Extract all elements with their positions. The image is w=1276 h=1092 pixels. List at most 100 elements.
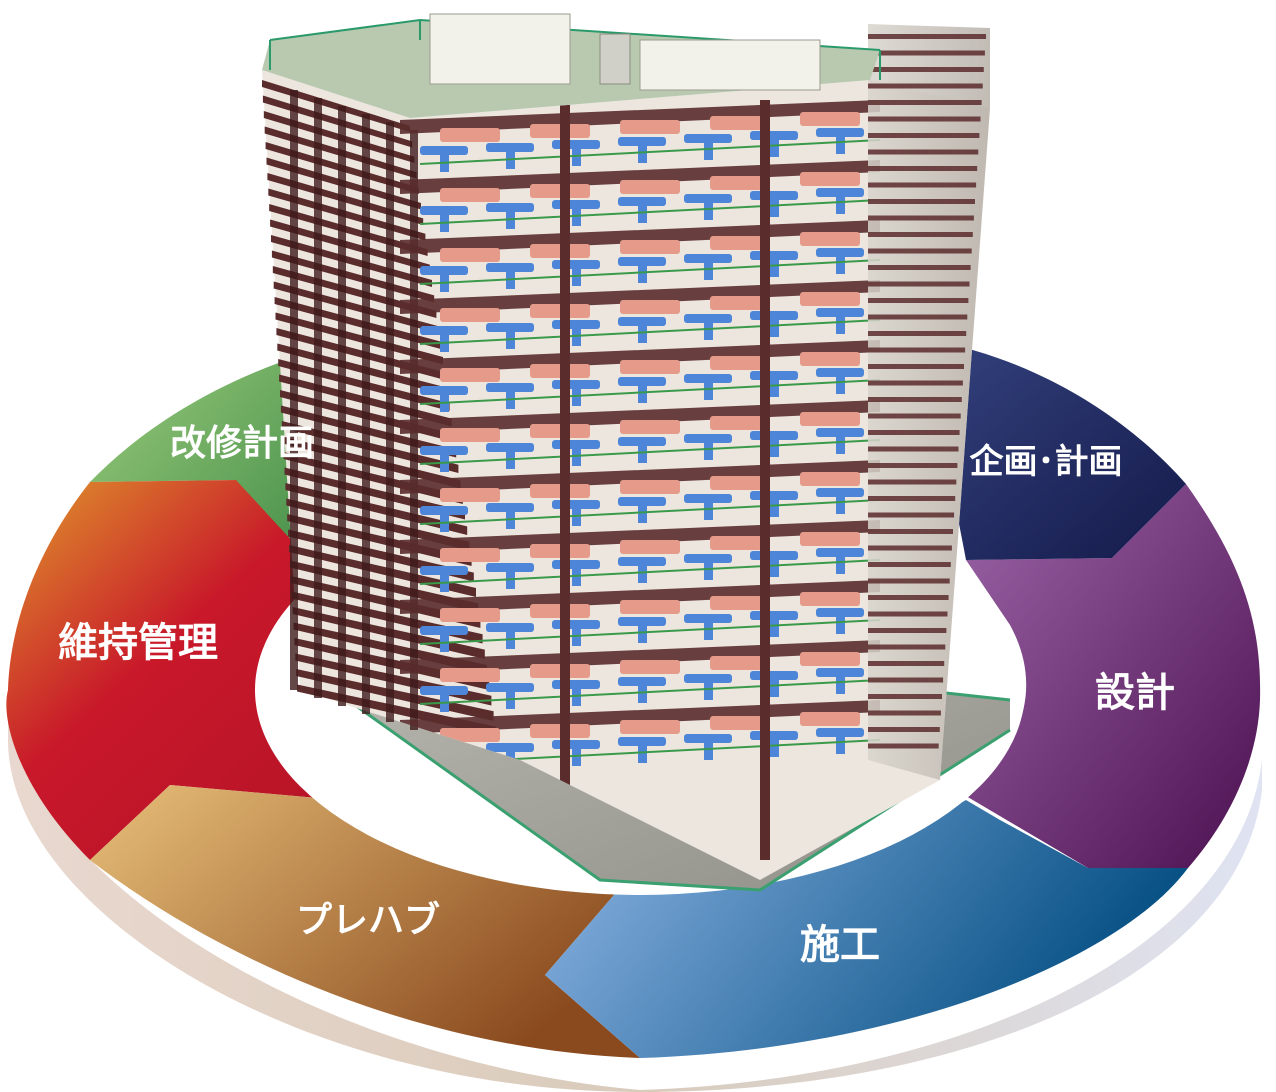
- duct-pink: [800, 352, 860, 366]
- pipe-green: [419, 559, 881, 585]
- duct-blue-drop: [770, 131, 779, 157]
- duct-pink: [440, 488, 500, 502]
- duct-blue-drop: [704, 674, 713, 700]
- duct-pink: [620, 660, 680, 674]
- duct-blue-drop: [440, 506, 449, 532]
- facade-column: [290, 90, 298, 690]
- duct-pink: [710, 116, 770, 130]
- duct-blue-drop: [638, 197, 647, 223]
- core-slat: [868, 446, 959, 452]
- building-interior: [400, 100, 881, 860]
- core-slat: [868, 397, 962, 402]
- roof-railing: [269, 18, 881, 80]
- duct-pink: [800, 652, 860, 666]
- duct-pink: [620, 240, 680, 254]
- label-renovation: 改修計画: [170, 423, 314, 464]
- duct-pink: [440, 128, 500, 142]
- core-slat: [868, 628, 947, 633]
- building-left-facade: [262, 80, 496, 737]
- duct-blue-drop: [770, 551, 779, 577]
- segment-construction[interactable]: [545, 800, 1188, 1058]
- duct-blue-drop: [836, 308, 845, 334]
- duct-blue-drop: [704, 494, 713, 520]
- duct-blue-drop: [506, 503, 515, 529]
- building-model: [262, 13, 1011, 892]
- core-slat: [868, 430, 960, 435]
- duct-pink: [710, 596, 770, 610]
- core-slat: [868, 479, 957, 485]
- duct-pink: [440, 728, 500, 742]
- duct-blue-drop: [572, 440, 581, 466]
- segment-design[interactable]: [966, 484, 1261, 868]
- pipe-green: [419, 139, 881, 165]
- core-slat: [868, 149, 979, 155]
- duct-blue-drop: [506, 683, 515, 709]
- duct-blue-drop: [770, 731, 779, 757]
- segment-maintenance[interactable]: [6, 480, 340, 860]
- core-slat: [868, 166, 978, 171]
- core-slat: [868, 232, 973, 237]
- duct-pink: [800, 472, 860, 486]
- duct-blue-drop: [440, 566, 449, 592]
- building-core-slats: [868, 34, 986, 749]
- duct-pink: [800, 232, 860, 246]
- segment-prefab[interactable]: [90, 785, 640, 1058]
- duct-blue-drop: [506, 263, 515, 289]
- duct-blue-drop: [638, 617, 647, 643]
- segment-plan[interactable]: [930, 340, 1186, 560]
- duct-pink: [710, 536, 770, 550]
- duct-pink: [620, 180, 680, 194]
- duct-blue-drop: [440, 386, 449, 412]
- duct-pink: [440, 428, 500, 442]
- duct-blue-drop: [770, 431, 779, 457]
- core-slat: [868, 83, 983, 89]
- duct-blue-drop: [440, 446, 449, 472]
- facade-slat: [262, 80, 410, 132]
- duct-blue-drop: [704, 554, 713, 580]
- duct-pink: [620, 120, 680, 134]
- duct-blue-drop: [704, 134, 713, 160]
- duct-blue-drop: [572, 620, 581, 646]
- core-slat: [868, 496, 956, 501]
- duct-pink: [440, 668, 500, 682]
- duct-blue-drop: [572, 260, 581, 286]
- duct-pink: [710, 356, 770, 370]
- duct-pink: [620, 600, 680, 614]
- duct-blue-drop: [770, 251, 779, 277]
- duct-pink: [710, 236, 770, 250]
- core-slat: [868, 677, 944, 683]
- core-slat: [868, 694, 942, 699]
- core-slat: [868, 578, 950, 584]
- duct-pink: [710, 176, 770, 190]
- duct-blue-drop: [572, 560, 581, 586]
- facade-slat: [285, 483, 468, 535]
- core-slat: [868, 727, 940, 732]
- facade-column: [386, 122, 394, 722]
- pipe-green: [419, 439, 881, 465]
- duct-pink: [710, 476, 770, 490]
- duct-blue-drop: [506, 323, 515, 349]
- duct-blue-drop: [836, 368, 845, 394]
- core-slat: [868, 298, 969, 303]
- duct-blue-drop: [770, 371, 779, 397]
- duct-pink: [620, 480, 680, 494]
- duct-blue-drop: [506, 443, 515, 469]
- roof-equipment: [429, 13, 821, 91]
- duct-blue-drop: [572, 740, 581, 766]
- core-slat: [868, 611, 948, 617]
- duct-blue-drop: [572, 200, 581, 226]
- duct-blue-drop: [440, 146, 449, 172]
- duct-blue-drop: [836, 128, 845, 154]
- duct-pink: [440, 188, 500, 202]
- core-slat: [868, 364, 964, 369]
- duct-blue-drop: [638, 677, 647, 703]
- core-slat: [868, 347, 966, 353]
- core-slat: [868, 100, 982, 105]
- core-slat: [868, 463, 958, 468]
- duct-pink: [800, 172, 860, 186]
- duct-pink: [620, 540, 680, 554]
- pipe-green: [419, 619, 881, 645]
- duct-blue-drop: [638, 257, 647, 283]
- duct-blue-drop: [704, 374, 713, 400]
